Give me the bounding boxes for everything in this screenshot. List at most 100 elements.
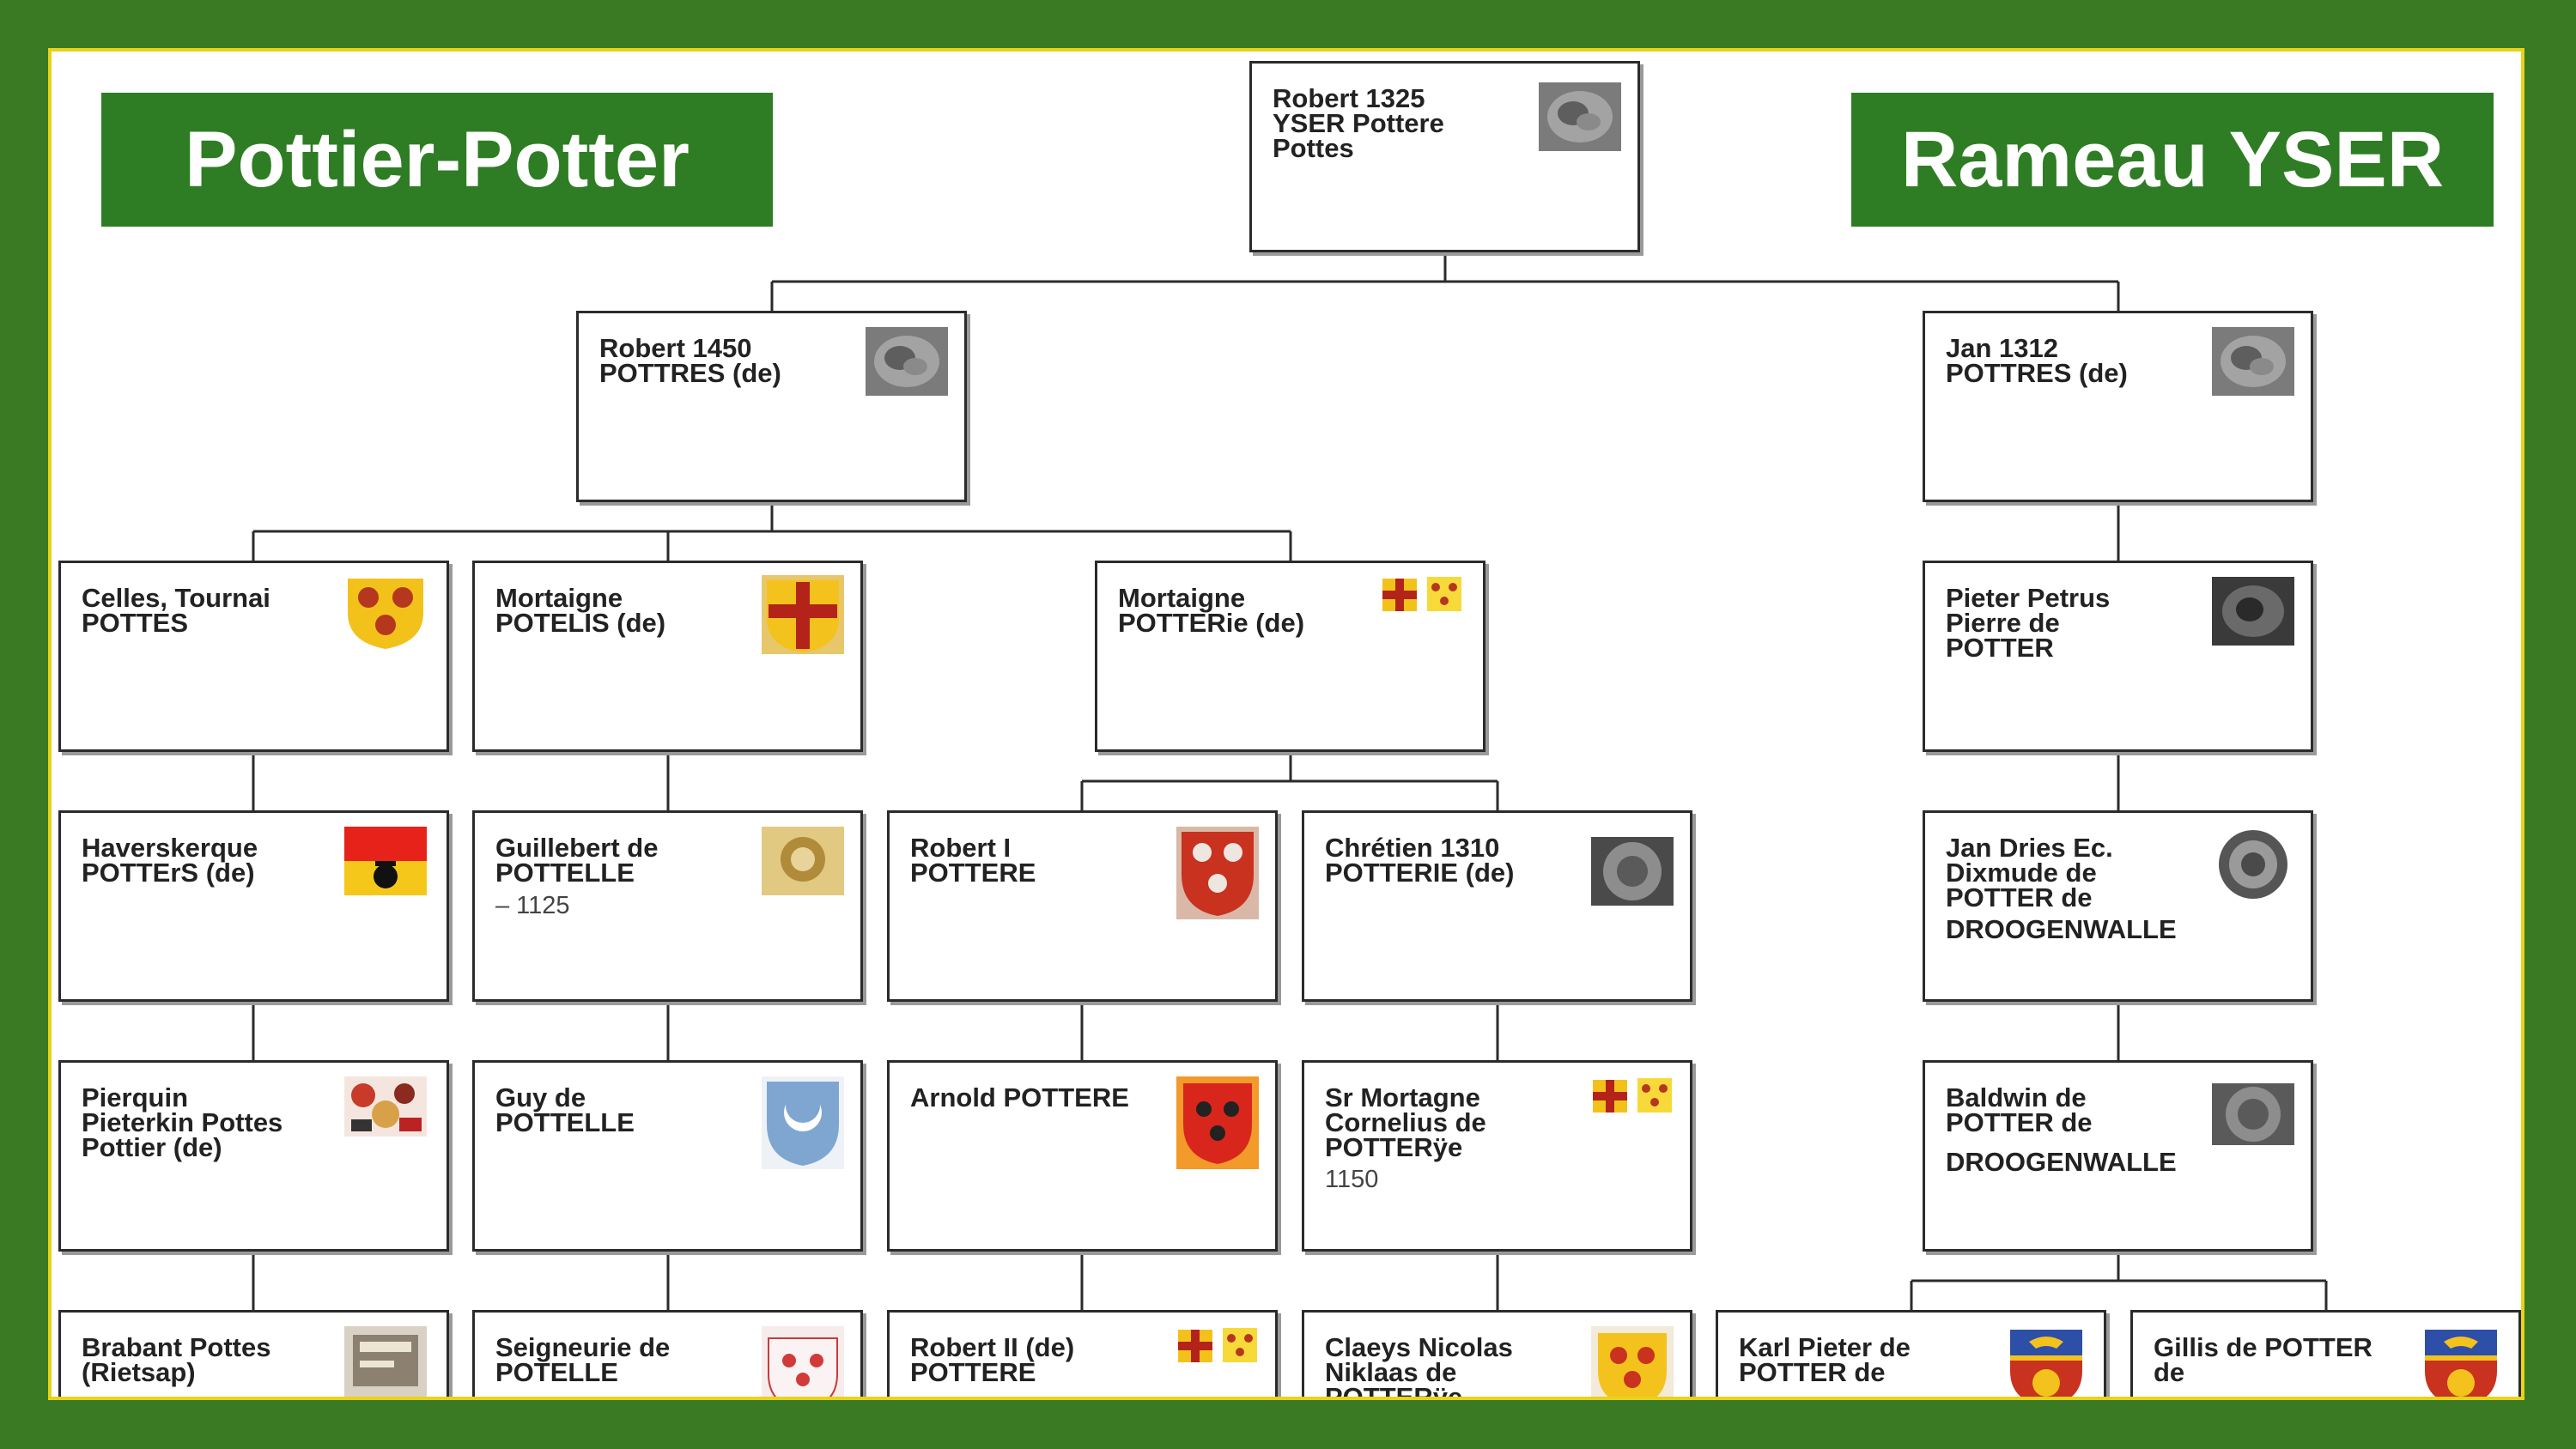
node-line: Brabant Pottes [82,1335,352,1360]
node-seigneurie-de-potelle[interactable]: Seigneurie de POTELLE [472,1310,863,1400]
small-arms-pair-icon [1176,1326,1259,1364]
node-line: Guy de [495,1085,766,1110]
stone-seal-icon [866,327,948,396]
node-line: Pierre de [1946,610,2216,635]
node-line: POTTRES (de) [1946,361,2216,385]
node-line: Claeys Nicolas [1325,1335,1595,1360]
node-line: Guillebert de [495,835,766,860]
node-robert-ii[interactable]: Robert II (de) POTTERE [887,1310,1278,1400]
stone-seal-icon [2212,327,2294,396]
node-line: POTTERE [910,860,1181,885]
node-brabant-pottes[interactable]: Brabant Pottes (Rietsap) [58,1310,449,1400]
node-claeys-nicolas[interactable]: Claeys Nicolas Niklaas de POTTERÿe [1302,1310,1692,1400]
node-line: POTTER de [1946,885,2216,910]
node-line: Dixmude de [1946,860,2216,885]
node-line: Pieterkin Pottes [82,1110,352,1135]
blue-red-lion-shield-icon [2005,1326,2087,1400]
node-line: Gillis de POTTER [2154,1335,2424,1360]
node-pieter-petrus[interactable]: Pieter Petrus Pierre de POTTER [1923,561,2313,752]
blue-red-lion-shield-icon [2420,1326,2502,1400]
round-seal-icon [1591,827,1674,909]
node-jan-1312[interactable]: Jan 1312 POTTRES (de) [1923,311,2313,502]
small-arms-pair-icon [1591,1076,1674,1114]
three-pots-shield-icon [344,575,427,651]
node-robert-i[interactable]: Robert I POTTERE [887,810,1278,1002]
diagram-canvas: Pottier-Potter Rameau YSER [48,48,2524,1400]
yellow-red-shield-icon [1591,1326,1674,1400]
node-line: POTTErS (de) [82,860,352,885]
node-date: 1150 [1325,1166,1378,1194]
node-line: POTTERÿe [1325,1135,1595,1160]
node-pierquin[interactable]: Pierquin Pieterkin Pottes Pottier (de) [58,1060,449,1252]
node-guillebert[interactable]: Guillebert de POTTELLE – 1125 [472,810,863,1002]
round-seal-icon [2212,827,2294,909]
node-line: Robert II (de) [910,1335,1181,1360]
node-celles-tournai[interactable]: Celles, Tournai POTTES [58,561,449,752]
node-chretien-1310[interactable]: Chrétien 1310 POTTERIE (de) [1302,810,1692,1002]
round-seal-icon [2212,1076,2294,1149]
node-line: Arnold POTTERE [910,1085,1198,1110]
tan-seal-icon [762,827,844,895]
node-line: Jan 1312 [1946,336,2216,361]
red-orange-shield-icon [1176,1076,1259,1169]
node-line: POTTERE [910,1360,1181,1385]
small-arms-pair-icon [1381,575,1463,613]
stone-seal-icon [1539,76,1621,158]
node-extra-line: DROOGENWALLE [1946,1147,2177,1178]
node-robert-1325[interactable]: Robert 1325 YSER Pottere Pottes [1249,61,1640,252]
node-jan-dries[interactable]: Jan Dries Ec. Dixmude de POTTER de DROOG… [1923,810,2313,1002]
node-sr-mortagne[interactable]: Sr Mortagne Cornelius de POTTERÿe 1150 [1302,1060,1692,1252]
node-line: POTELIS (de) [495,610,766,635]
node-guy-de-pottelle[interactable]: Guy de POTTELLE [472,1060,863,1252]
node-line: Jan Dries Ec. [1946,835,2216,860]
node-arnold-pottere[interactable]: Arnold POTTERE [887,1060,1278,1252]
node-line: Baldwin de [1946,1085,2216,1110]
node-line: Sr Mortagne [1325,1085,1595,1110]
node-line: Pottier (de) [82,1135,352,1160]
node-line: Niklaas de [1325,1360,1595,1385]
node-gillis[interactable]: Gillis de POTTER de [2130,1310,2521,1400]
node-line: Celles, Tournai [82,585,352,610]
node-line: Robert I [910,835,1181,860]
node-line: Haverskerque [82,835,352,860]
node-line: POTTER de [1739,1360,2009,1385]
node-mortaigne-potelis[interactable]: Mortaigne POTELIS (de) [472,561,863,752]
blue-crescent-shield-icon [762,1076,844,1169]
node-line: POTTES [82,610,352,635]
red-crescents-shield-icon [762,1326,844,1400]
red-cross-shield-icon [762,575,844,654]
node-line: POTTRES (de) [599,361,870,385]
document-arms-icon [344,1326,427,1400]
node-karl-pieter[interactable]: Karl Pieter de POTTER de [1716,1310,2106,1400]
node-line: POTTERie (de) [1118,610,1388,635]
node-robert-1450[interactable]: Robert 1450 POTTRES (de) [576,311,967,502]
node-line: POTTER [1946,635,2216,660]
node-line: de [2154,1360,2424,1385]
node-line: Pottes [1273,136,1543,161]
node-line: POTTER de [1946,1110,2216,1135]
node-baldwin[interactable]: Baldwin de POTTER de DROOGENWALLE [1923,1060,2313,1252]
ornate-arms-icon [344,1076,427,1137]
node-line: YSER Pottere [1273,111,1543,136]
node-line: POTTERIE (de) [1325,860,1595,885]
node-line: POTELLE [495,1360,766,1385]
node-line: Cornelius de [1325,1110,1595,1135]
node-line: Robert 1450 [599,336,870,361]
red-yellow-pot-flag-icon [344,827,427,895]
node-line: POTTELLE [495,1110,766,1135]
three-pots-red-shield-icon [1176,827,1259,919]
node-haverskerque[interactable]: Haverskerque POTTErS (de) [58,810,449,1002]
node-line: Chrétien 1310 [1325,835,1595,860]
node-extra-line: DROOGENWALLE [1946,914,2177,945]
node-line: POTTELLE [495,860,766,885]
node-line: Robert 1325 [1273,86,1543,111]
node-line: POTTERÿe [1325,1385,1595,1400]
node-date: – 1125 [495,892,570,920]
node-line: Pieter Petrus [1946,585,2216,610]
node-line: Karl Pieter de [1739,1335,2009,1360]
node-line: Mortaigne [495,585,766,610]
node-line: (Rietsap) [82,1360,352,1385]
node-line: Pierquin [82,1085,352,1110]
dark-seal-icon [2212,577,2294,646]
node-mortaigne-potterie[interactable]: Mortaigne POTTERie (de) [1095,561,1485,752]
